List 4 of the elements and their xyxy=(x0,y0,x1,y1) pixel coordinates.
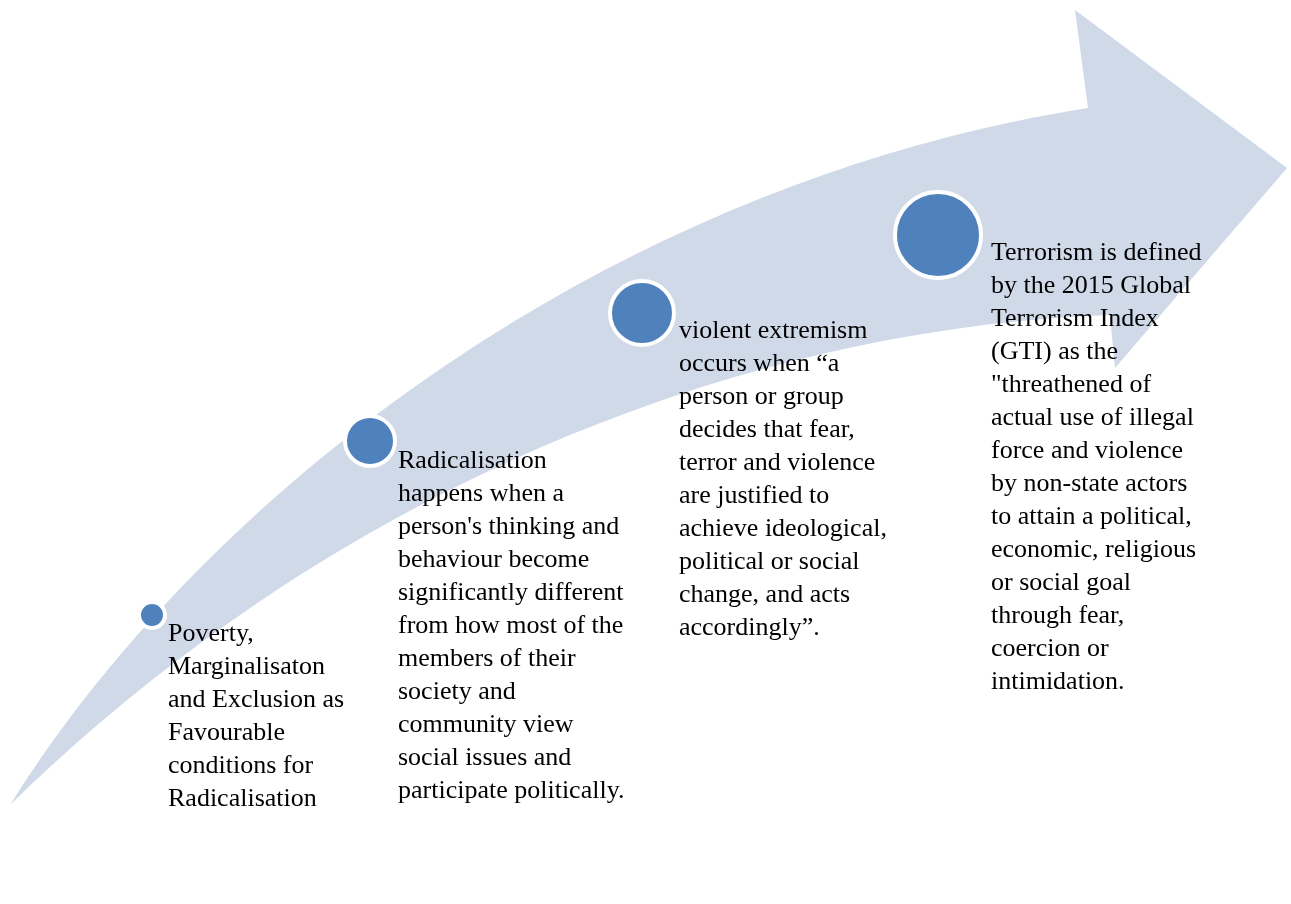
description-text: Terrorism is defined by the 2015 Global Terrorism Index (GTI) as the "threathened of actual use of illegal force and violence by non-state actors to attain a political, economic, religious or social goal through fear, coercion or intimidation. xyxy=(991,236,1203,697)
description-text: Radicalisation happens when a person's thinking and behaviour become significantly different from how most of the members of their society and community view social issues and participate politically. xyxy=(398,444,626,806)
description-text: Poverty, Marginalisaton and Exclusion as Favourable conditions for Radicalisation xyxy=(168,617,346,814)
description-text: violent extremism occurs when “a person or group decides that fear, terror and violence are justified to achieve ideological, political or social change, and acts accordingly”. xyxy=(679,314,888,643)
